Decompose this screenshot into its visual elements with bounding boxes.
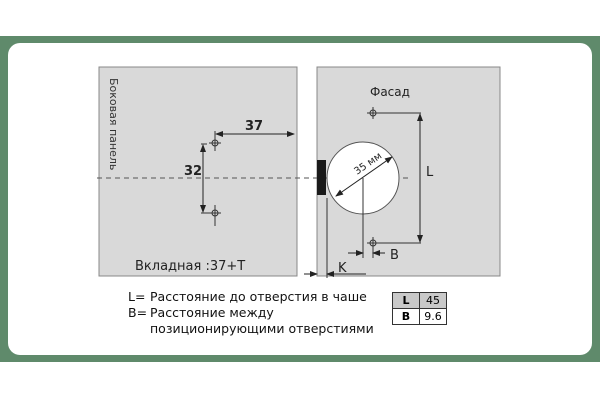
dimension-37: 37 (245, 119, 263, 134)
legend-row: L=Расстояние до отверстия в чаше (128, 289, 367, 304)
hinge-arm (317, 160, 326, 195)
dimension-K: K (338, 261, 347, 276)
side-panel (98, 66, 298, 277)
dimension-32: 32 (184, 164, 202, 179)
facade-hole-top (367, 107, 421, 119)
cup-diameter-line (335, 156, 393, 197)
dimension-B: B (390, 248, 399, 263)
side-panel-label: Боковая панель (107, 78, 120, 170)
overlay-label: Вкладная :37+T (135, 259, 245, 274)
left-hole-bottom (201, 205, 221, 226)
legend-row: позиционирующими отверстиями (150, 321, 374, 336)
dimension-L: L (426, 165, 434, 180)
facade-label: Фасад (370, 85, 410, 99)
legend-row: B=Расстояние между (128, 305, 274, 320)
legend: L=Расстояние до отверстия в чаше B=Расст… (128, 289, 374, 337)
